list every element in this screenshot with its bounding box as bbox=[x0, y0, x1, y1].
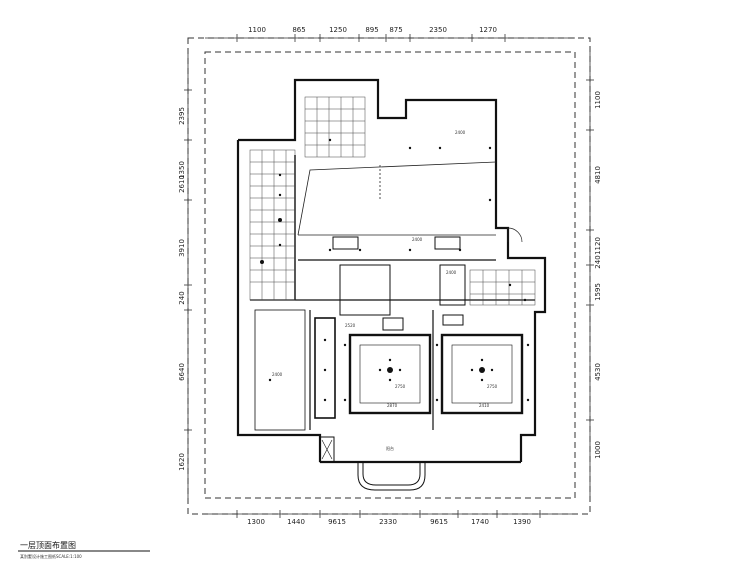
dim-top-label: 2350 bbox=[429, 26, 447, 34]
dimension-lines bbox=[187, 37, 591, 515]
balcony-label: 阳台 bbox=[386, 445, 394, 451]
dimension-labels-left: 2395 1350 2610 3910 240 6640 1620 bbox=[178, 107, 186, 471]
dim-top-label: 875 bbox=[389, 26, 402, 34]
ceiling-height-label: 2400 bbox=[446, 270, 457, 275]
dim-left-label: 2610 bbox=[178, 175, 186, 193]
dim-right-label: 4810 bbox=[594, 166, 602, 184]
light-fixtures bbox=[260, 138, 530, 402]
dim-right-label: 1100 bbox=[594, 91, 602, 109]
ceiling-height-label: 2750 bbox=[395, 384, 406, 389]
dim-bottom-label: 1390 bbox=[513, 518, 531, 526]
dim-top-label: 1250 bbox=[329, 26, 347, 34]
dim-top-label: 895 bbox=[365, 26, 378, 34]
drawing-subtitle: 某别墅设计施工图纸SCALE:1:100 bbox=[20, 553, 82, 559]
dim-left-label: 1620 bbox=[178, 453, 186, 471]
dim-bottom-label: 2330 bbox=[379, 518, 397, 526]
door-swing bbox=[507, 227, 523, 243]
dimension-labels-bottom: 1300 1440 9615 2330 9615 1740 1390 bbox=[247, 518, 531, 526]
tiled-areas bbox=[249, 96, 536, 306]
dimension-ticks bbox=[184, 34, 594, 518]
dim-left-label: 1350 bbox=[178, 161, 186, 179]
drawing-title: 一层顶面布置图 bbox=[20, 540, 76, 550]
outer-boundary bbox=[187, 37, 591, 515]
ceiling-height-label: 2870 bbox=[387, 403, 398, 408]
dim-top-label: 865 bbox=[292, 26, 305, 34]
ceiling-frames bbox=[254, 236, 524, 463]
dim-left-label: 3910 bbox=[178, 239, 186, 257]
ceiling-height-label: 2400 bbox=[412, 237, 423, 242]
ceiling-height-labels: 2400 2400 2400 2750 2750 2400 2870 2410 … bbox=[272, 130, 498, 451]
dim-left-label: 6640 bbox=[178, 363, 186, 381]
dim-bottom-label: 1300 bbox=[247, 518, 265, 526]
dim-top-label: 1270 bbox=[479, 26, 497, 34]
dim-right-label: 4530 bbox=[594, 363, 602, 381]
ceiling-height-label: 2750 bbox=[487, 384, 498, 389]
dim-right-label: 240 bbox=[594, 255, 602, 268]
dim-bottom-label: 9615 bbox=[328, 518, 346, 526]
ceiling-height-label: 2400 bbox=[455, 130, 466, 135]
ceiling-height-label: 2520 bbox=[345, 323, 356, 328]
dim-left-label: 2395 bbox=[178, 107, 186, 125]
dim-right-label: 1595 bbox=[594, 283, 602, 301]
ceiling-height-label: 2410 bbox=[479, 403, 490, 408]
dim-bottom-label: 9615 bbox=[430, 518, 448, 526]
dim-top-label: 1100 bbox=[248, 26, 266, 34]
dim-right-label: 1120 bbox=[594, 237, 602, 255]
dimension-labels-top: 1100 865 1250 895 875 2350 1270 bbox=[248, 26, 497, 34]
balcony-bay bbox=[357, 462, 426, 491]
dim-bottom-label: 1440 bbox=[287, 518, 305, 526]
drawing-title-block: 一层顶面布置图 某别墅设计施工图纸SCALE:1:100 bbox=[18, 540, 150, 559]
dimension-labels-right: 1100 4810 1120 240 1595 4530 1000 bbox=[594, 91, 602, 459]
dim-bottom-label: 1740 bbox=[471, 518, 489, 526]
living-ceiling bbox=[297, 161, 497, 236]
ceiling-height-label: 2400 bbox=[272, 372, 283, 377]
dim-right-label: 1000 bbox=[594, 441, 602, 459]
dim-left-label: 240 bbox=[178, 291, 186, 304]
